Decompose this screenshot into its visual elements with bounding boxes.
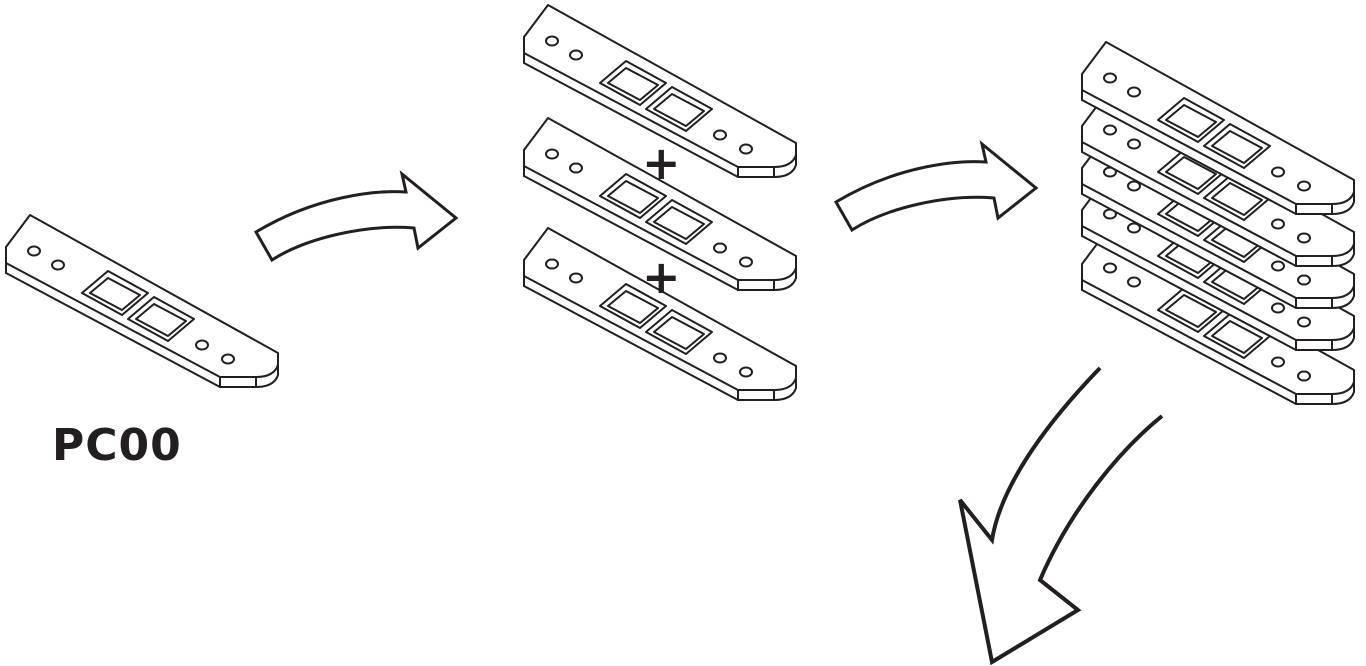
plate-single — [5, 214, 279, 388]
curved-arrow-down-left-icon — [958, 366, 1164, 666]
plus-symbol-2: + — [642, 250, 681, 304]
curved-arrow-right-icon — [834, 142, 1038, 232]
curved-arrow-right-icon — [254, 172, 458, 262]
plus-symbol-1: + — [642, 136, 681, 190]
part-label: PC00 — [52, 420, 182, 471]
